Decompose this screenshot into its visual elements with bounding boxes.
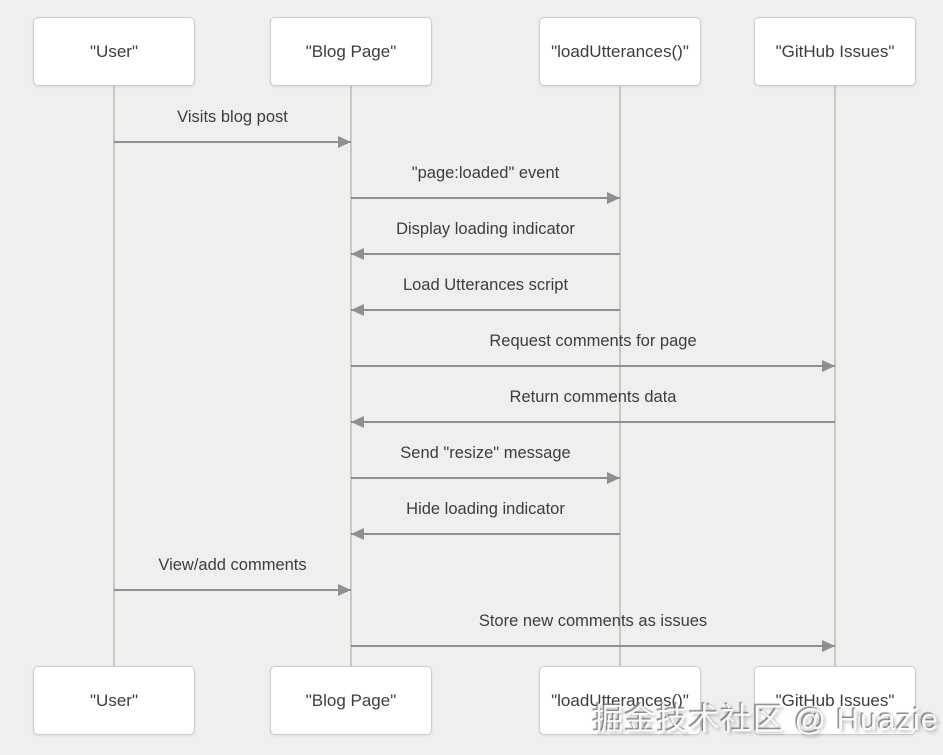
message-arrow-load-to-blog [351,248,620,260]
message-arrow-blog-to-github [351,640,835,652]
actor-box-bottom-blog: "Blog Page" [270,666,432,735]
actor-label: "Blog Page" [305,690,397,710]
message-label: View/add comments [158,556,307,574]
message-label: Display loading indicator [396,220,575,238]
message-arrow-blog-to-github [351,360,835,372]
arrowhead-icon [351,528,364,540]
actor-label: "Blog Page" [305,41,397,61]
message-arrow-load-to-blog [351,528,620,540]
message-arrow-user-to-blog [114,136,351,148]
actor-label: "loadUtterances()" [551,690,689,710]
message-arrow-user-to-blog [114,584,351,596]
actor-box-bottom-github: "GitHub Issues" [754,666,916,735]
message-label: Load Utterances script [402,276,569,294]
message-arrow-blog-to-load [351,192,620,204]
arrowhead-icon [351,304,364,316]
actor-label: "loadUtterances()" [551,41,689,61]
lifeline-load [619,86,621,666]
message-label: "page:loaded" event [411,164,560,182]
actor-label: "GitHub Issues" [775,41,895,61]
actor-label: "User" [90,41,138,61]
message-label: Send "resize" message [400,444,571,462]
arrowhead-icon [607,192,620,204]
actor-box-bottom-user: "User" [33,666,195,735]
actor-box-top-blog: "Blog Page" [270,17,432,86]
actor-label: "GitHub Issues" [775,690,895,710]
actor-box-top-github: "GitHub Issues" [754,17,916,86]
arrowhead-icon [338,136,351,148]
arrowhead-icon [822,360,835,372]
lifeline-github [834,86,836,666]
arrowhead-icon [607,472,620,484]
message-label: Return comments data [509,388,677,406]
message-label: Visits blog post [177,108,288,126]
lifeline-user [113,86,115,666]
arrowhead-icon [822,640,835,652]
message-label: Request comments for page [489,332,697,350]
message-arrow-load-to-blog [351,304,620,316]
message-label: Store new comments as issues [478,612,708,630]
arrowhead-icon [351,248,364,260]
message-label: Hide loading indicator [406,500,565,518]
arrowhead-icon [351,416,364,428]
lifeline-blog [350,86,352,666]
actor-label: "User" [90,690,138,710]
arrowhead-icon [338,584,351,596]
actor-box-top-user: "User" [33,17,195,86]
actor-box-top-load: "loadUtterances()" [539,17,701,86]
message-arrow-blog-to-load [351,472,620,484]
message-arrow-github-to-blog [351,416,835,428]
actor-box-bottom-load: "loadUtterances()" [539,666,701,735]
